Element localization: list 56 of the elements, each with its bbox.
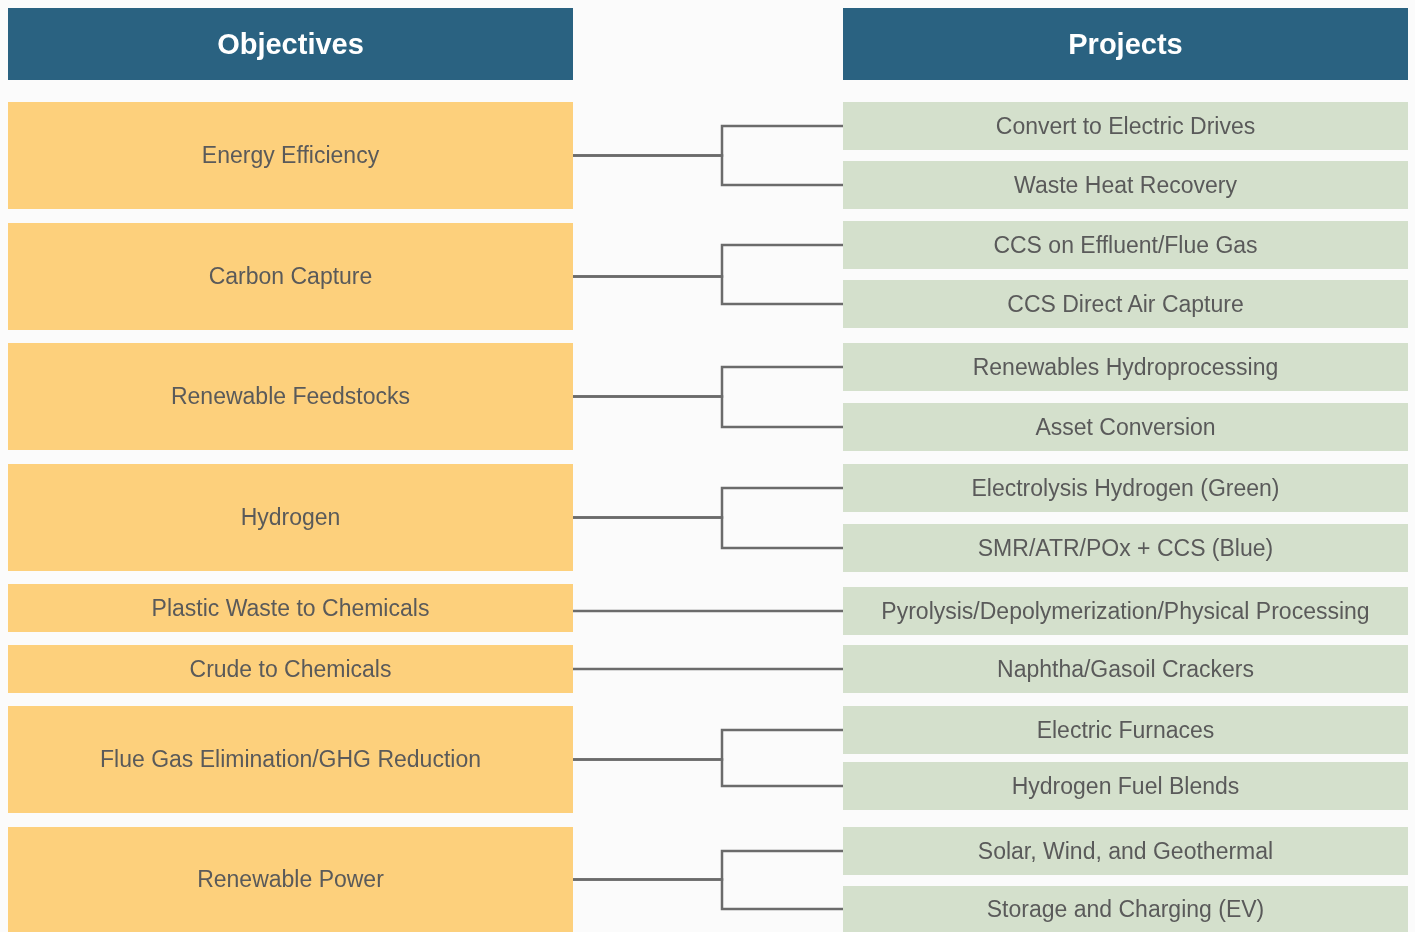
project-box: [843, 221, 1408, 269]
box-label: Renewables Hydroprocessing: [972, 353, 1279, 381]
objective-box: [8, 223, 573, 330]
connector-line: [573, 609, 843, 613]
project-box: [843, 645, 1408, 693]
project-box: [843, 827, 1408, 875]
box-label: Renewable Power: [197, 866, 384, 893]
project-box: [843, 886, 1408, 932]
box-label: Electric Furnaces: [1036, 716, 1215, 744]
connector-line: [573, 516, 843, 550]
connector-line: [573, 275, 843, 306]
project-box: [843, 464, 1408, 512]
box-label: Energy Efficiency: [201, 142, 380, 169]
box-label: Pyrolysis/Depolymerization/Physical Processing: [881, 597, 1370, 625]
project-box: [843, 161, 1408, 209]
header-text: Objectives: [217, 27, 364, 61]
connector-line: [573, 878, 843, 911]
box-label: Hydrogen: [240, 504, 341, 531]
project-box: [843, 403, 1408, 451]
box-label: SMR/ATR/POx + CCS (Blue): [977, 534, 1274, 562]
connector-line: [573, 667, 843, 671]
objective-box: [8, 645, 573, 693]
project-box: [843, 343, 1408, 391]
project-box: [843, 524, 1408, 572]
objective-box: [8, 827, 573, 932]
column-header: [8, 8, 573, 80]
project-box: [843, 280, 1408, 328]
objective-box: [8, 464, 573, 571]
header-text: Projects: [1068, 27, 1183, 61]
box-label: Carbon Capture: [208, 263, 373, 290]
project-box: [843, 762, 1408, 810]
box-label: Electrolysis Hydrogen (Green): [971, 474, 1280, 502]
connector-line: [573, 154, 843, 187]
connector-line: [573, 758, 843, 788]
box-label: CCS Direct Air Capture: [1007, 290, 1244, 318]
box-label: Convert to Electric Drives: [995, 112, 1256, 140]
box-label: CCS on Effluent/Flue Gas: [993, 231, 1258, 259]
box-label: Storage and Charging (EV): [986, 895, 1265, 923]
project-box: [843, 587, 1408, 635]
objective-box: [8, 343, 573, 450]
box-label: Waste Heat Recovery: [1014, 171, 1237, 199]
box-label: Flue Gas Elimination/GHG Reduction: [100, 746, 481, 773]
box-label: Renewable Feedstocks: [170, 383, 411, 410]
box-label: Hydrogen Fuel Blends: [1011, 772, 1240, 800]
connector-line: [573, 395, 843, 429]
objective-box: [8, 102, 573, 209]
box-label: Naphtha/Gasoil Crackers: [997, 655, 1254, 683]
project-box: [843, 102, 1408, 150]
column-header: [843, 8, 1408, 80]
box-label: Solar, Wind, and Geothermal: [977, 837, 1274, 865]
box-label: Crude to Chemicals: [189, 655, 392, 683]
box-label: Plastic Waste to Chemicals: [151, 594, 430, 622]
box-label: Asset Conversion: [1035, 413, 1216, 441]
objective-box: [8, 706, 573, 813]
objective-box: [8, 584, 573, 632]
project-box: [843, 706, 1408, 754]
